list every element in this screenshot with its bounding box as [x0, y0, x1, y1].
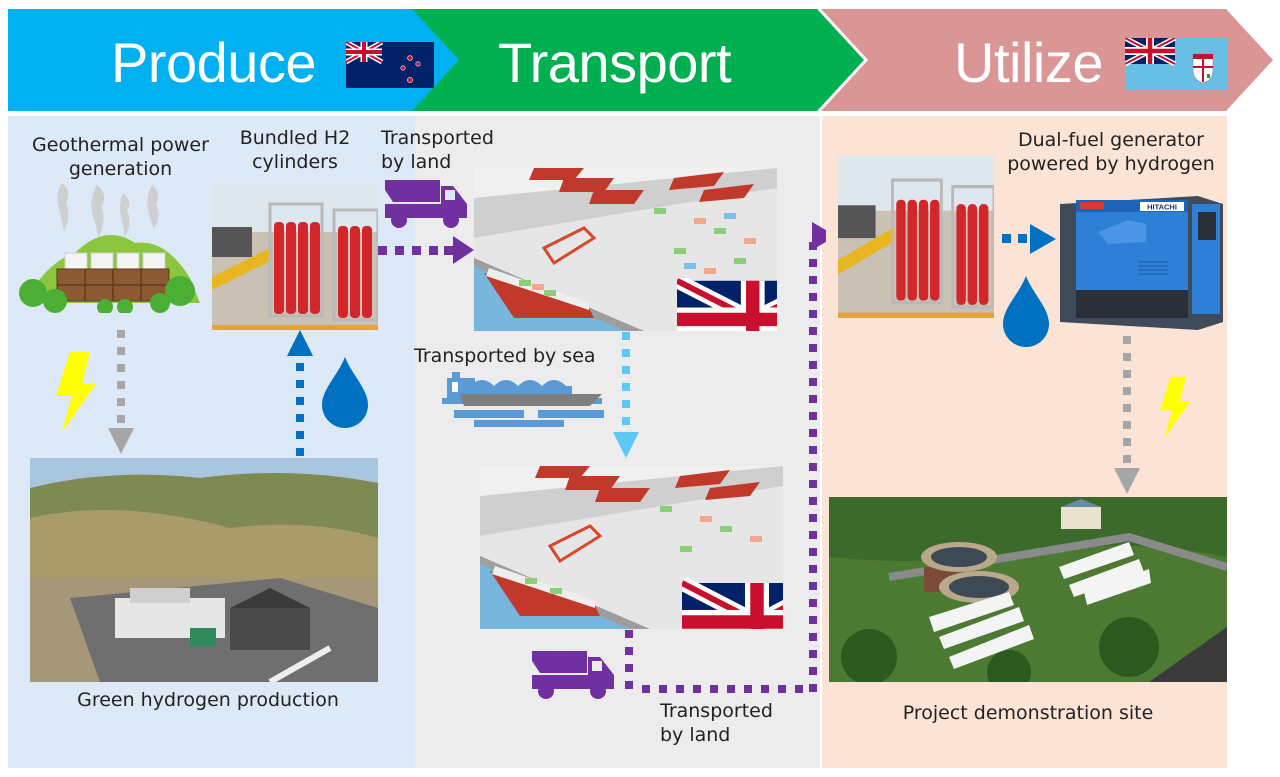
geothermal-plant-illustration	[19, 183, 200, 313]
power-flow-arrow-down	[108, 330, 134, 454]
route-dot	[809, 463, 817, 471]
stage-title-utilize: Utilize	[954, 31, 1103, 94]
fiji-port-illustration	[480, 466, 783, 629]
generator-label-line1: Dual-fuel generator	[1017, 129, 1204, 151]
new-zealand-flag-icon	[677, 278, 777, 331]
cylinders-label-line1: Bundled H2	[239, 127, 351, 149]
route-dot	[809, 480, 817, 488]
route-dot	[809, 548, 817, 556]
cylinders-label: Bundled H2 cylinders	[210, 126, 380, 174]
route-dot	[809, 327, 817, 335]
bundled-h2-cylinders-photo	[212, 182, 378, 330]
cylinders-label-line2: cylinders	[252, 151, 338, 173]
water-drop-icon-2	[1003, 276, 1049, 347]
lightning-icon	[56, 352, 96, 432]
stage-produce: Produce	[8, 9, 468, 111]
route-dot	[809, 531, 817, 539]
route-dot	[809, 412, 817, 420]
land1-line1: Transported	[381, 127, 494, 149]
route-dot	[809, 497, 817, 505]
route-dot	[809, 616, 817, 624]
land2-line1: Transported	[660, 700, 773, 722]
route-dot	[809, 429, 817, 437]
ship-icon	[442, 372, 604, 427]
land-transport-route-to-site	[625, 222, 826, 693]
stage-transport: Transport	[412, 9, 867, 111]
geothermal-label: Geothermal power generation	[18, 133, 223, 181]
power-flow-arrow-down-2	[1114, 336, 1140, 494]
route-dot	[809, 633, 817, 641]
land-transport-arrow-right	[378, 236, 474, 264]
transported-by-land-label-2: Transported by land	[660, 699, 773, 747]
fiji-flag-icon	[1125, 38, 1228, 90]
generator-label: Dual-fuel generator powered by hydrogen	[995, 128, 1227, 176]
truck-icon-2	[532, 651, 614, 699]
route-dot	[809, 650, 817, 658]
route-dot	[809, 344, 817, 352]
project-demonstration-site-label: Project demonstration site	[902, 702, 1154, 724]
route-dot	[809, 259, 817, 267]
transport-chevron	[412, 9, 864, 111]
truck-icon	[385, 180, 467, 228]
route-dot	[809, 514, 817, 522]
dual-fuel-generator-photo: HITACHI	[1058, 182, 1228, 332]
stage-utilize: Utilize	[821, 9, 1280, 111]
generator-label-line2: powered by hydrogen	[1007, 153, 1215, 175]
geothermal-label-line1: Geothermal power	[32, 134, 209, 156]
route-dot	[809, 276, 817, 284]
route-dot	[809, 395, 817, 403]
stage-title-produce: Produce	[111, 31, 317, 94]
geothermal-label-line2: generation	[68, 158, 173, 180]
lightning-icon-2	[1160, 376, 1191, 438]
green-hydrogen-production-photo	[30, 458, 378, 682]
delivered-h2-cylinders-photo	[838, 156, 994, 318]
new-zealand-flag-icon	[346, 42, 434, 88]
new-zealand-port-illustration	[474, 168, 777, 331]
route-dot	[809, 378, 817, 386]
water-flow-arrow-up	[287, 330, 313, 456]
land2-line2: by land	[660, 724, 731, 746]
stage-title-transport: Transport	[498, 31, 732, 94]
transported-by-land-label-1: Transported by land	[381, 126, 494, 174]
generator-brand-text: HITACHI	[1147, 203, 1177, 212]
green-hydrogen-production-label: Green hydrogen production	[77, 689, 339, 711]
project-demonstration-site-photo	[829, 497, 1227, 682]
water-drop-icon	[322, 357, 368, 428]
land1-line2: by land	[381, 151, 452, 173]
route-dot	[809, 582, 817, 590]
route-dot	[809, 684, 817, 692]
sea-transport-arrow-down	[613, 332, 639, 458]
route-dot	[809, 361, 817, 369]
route-dot	[809, 293, 817, 301]
route-dot	[809, 310, 817, 318]
hydrogen-to-generator-arrow	[1002, 224, 1056, 254]
fiji-flag-icon	[682, 578, 783, 629]
route-dot	[809, 446, 817, 454]
route-dot	[809, 599, 817, 607]
route-dot	[809, 667, 817, 675]
route-dot	[809, 565, 817, 573]
transported-by-sea-label: Transported by sea	[414, 345, 596, 367]
